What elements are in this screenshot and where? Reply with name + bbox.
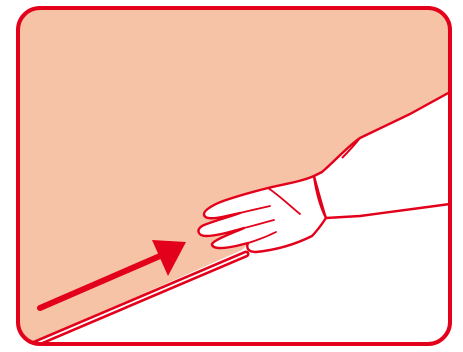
frame-content bbox=[18, 8, 450, 346]
